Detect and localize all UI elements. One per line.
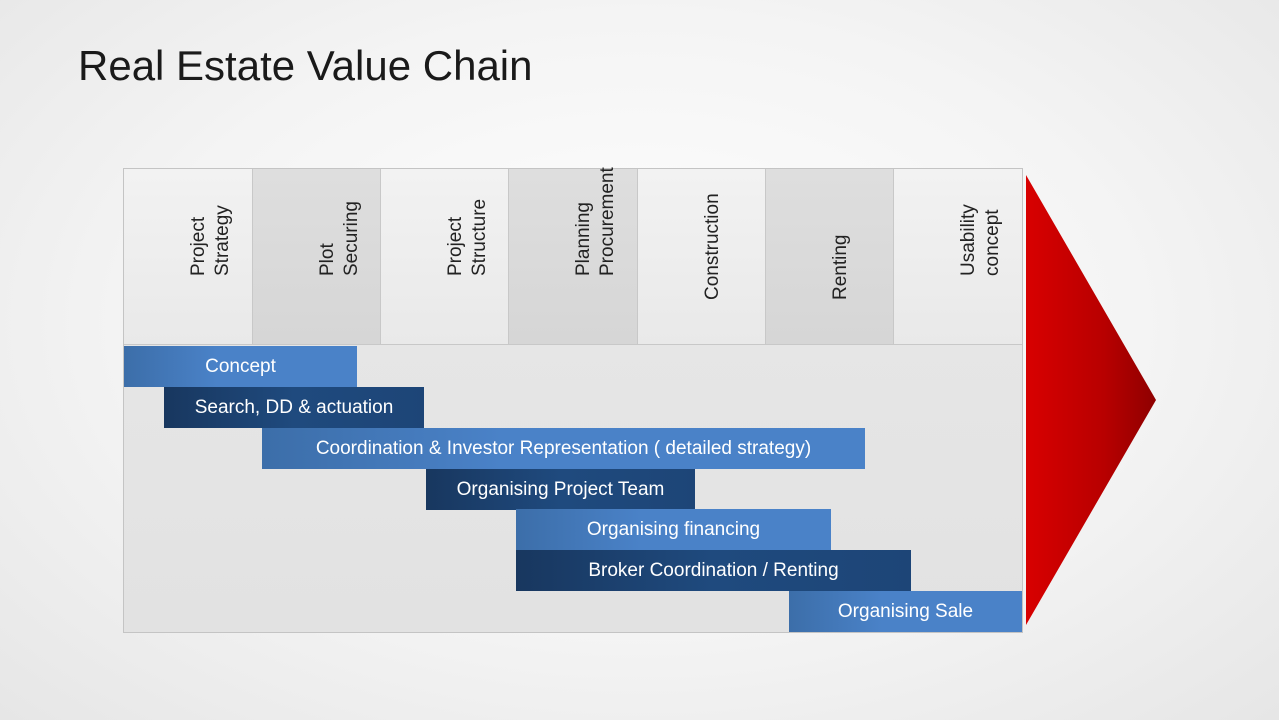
phase-label-line: Project: [188, 216, 209, 276]
phase-renting: Renting: [766, 169, 894, 345]
activity-bar-concept: Concept: [124, 346, 357, 387]
phase-label-line: Securing: [340, 201, 362, 276]
activity-bar-project-team: Organising Project Team: [426, 469, 695, 510]
slide-title: Real Estate Value Chain: [78, 42, 533, 89]
phase-construction: Construction: [638, 169, 766, 345]
phase-label-line: Construction: [701, 193, 723, 300]
value-chain-arrow: [1026, 175, 1156, 625]
phase-plot-securing: Plot Securing: [253, 169, 381, 345]
activity-bar-search: Search, DD & actuation: [164, 387, 424, 428]
phase-label-line: Usability: [958, 204, 979, 276]
activity-bar-financing: Organising financing: [516, 509, 831, 550]
phase-project-strategy: Project Strategy: [124, 169, 253, 345]
activity-bar-sale: Organising Sale: [789, 591, 1022, 632]
phase-label-line: Strategy: [212, 205, 233, 276]
activity-bar-broker: Broker Coordination / Renting: [516, 550, 911, 591]
phase-label-line: Renting: [829, 234, 851, 301]
phase-label-line: Project: [444, 216, 466, 276]
value-chain-frame: Project Strategy Plot Securing Project S…: [123, 167, 1023, 633]
phase-label-line: Planning: [573, 202, 594, 276]
phase-label-line: Structure: [468, 198, 490, 276]
phase-planning-procurement: Planning Procurement: [509, 167, 638, 345]
phase-label-line: concept: [982, 209, 1003, 276]
phase-label-line: Procurement: [597, 167, 618, 276]
phase-usability-concept: Usability concept: [894, 169, 1022, 345]
activity-bar-coordination: Coordination & Investor Representation (…: [262, 428, 865, 469]
phase-project-structure: Project Structure: [381, 169, 509, 345]
phase-label-line: Plot: [316, 243, 338, 276]
